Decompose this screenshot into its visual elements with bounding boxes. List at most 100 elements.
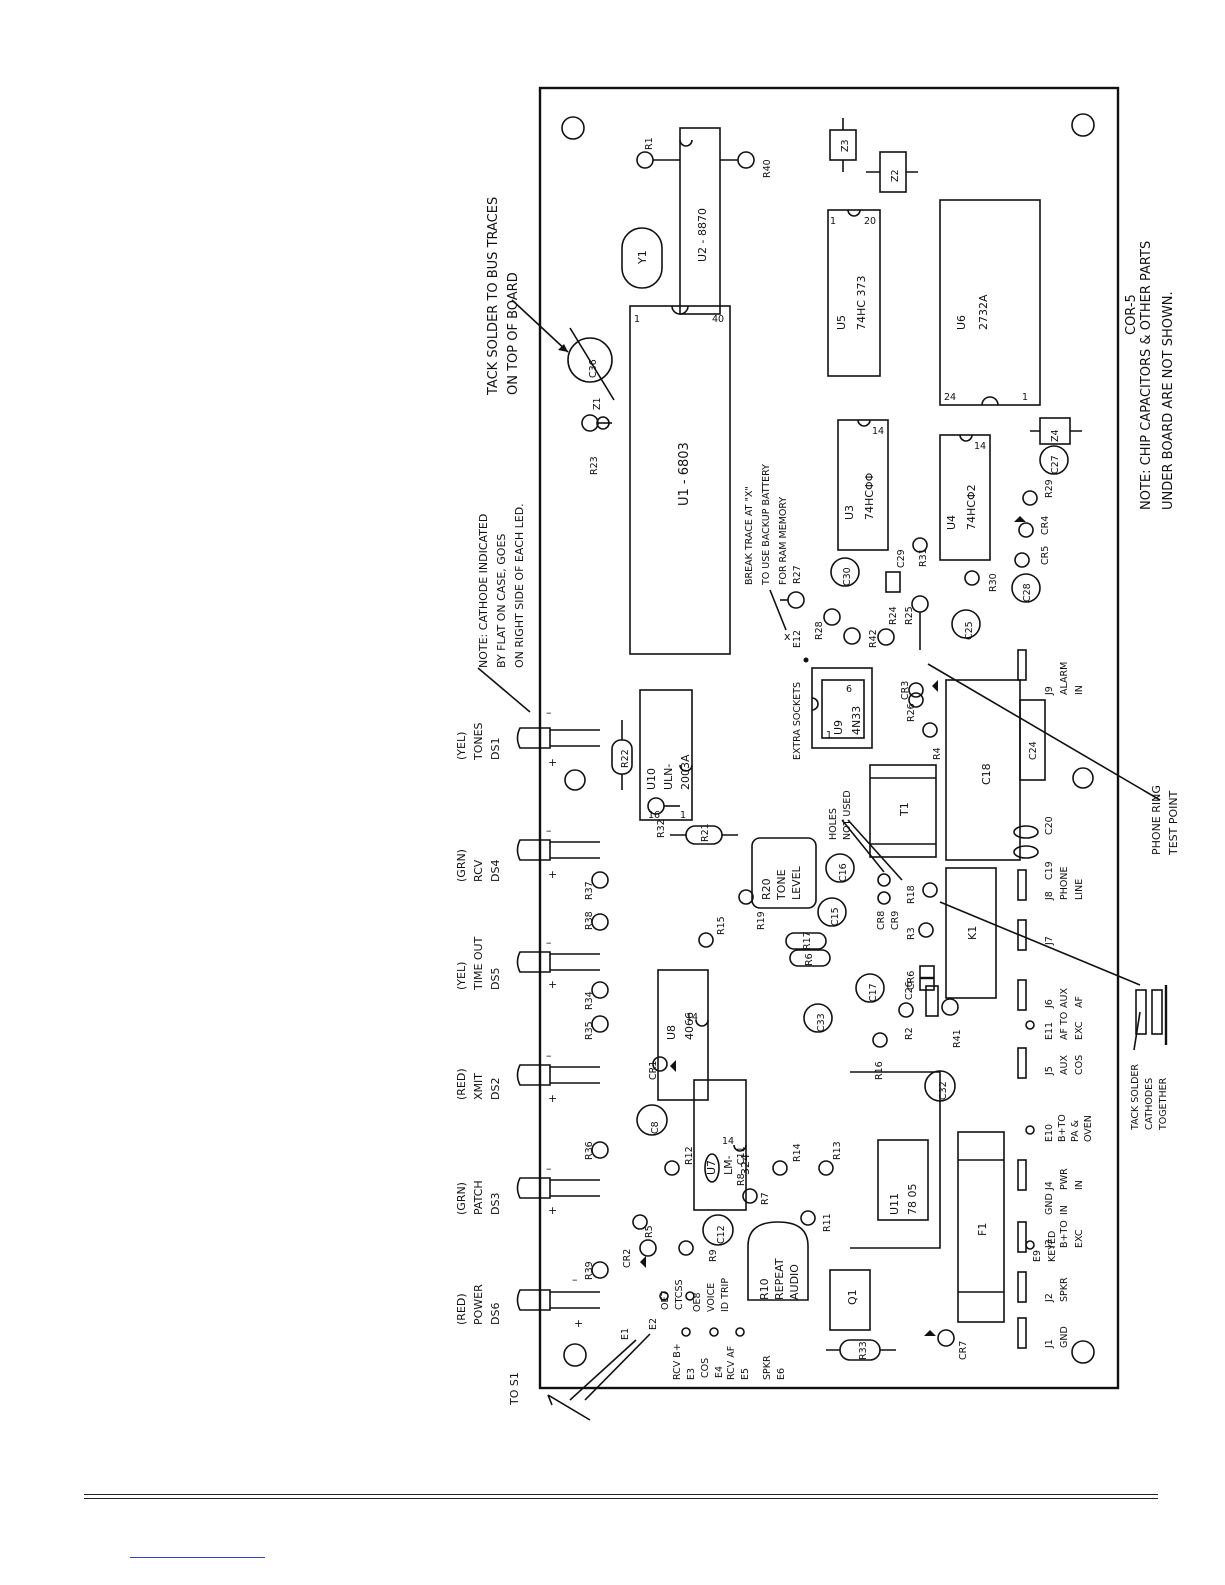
conn-label: IN [1074, 1180, 1085, 1190]
conn-label: E9 [1032, 1250, 1043, 1262]
resistor-r2: R2 [898, 1002, 915, 1040]
note-line: TO S1 [508, 1372, 521, 1406]
conn-label: B+TO [1057, 1114, 1068, 1142]
resistor-r4: R4 [922, 722, 943, 760]
resistor-r6: R6 [789, 949, 831, 967]
break-x-mark: x [784, 630, 791, 643]
board-name-label: COR-5 [1124, 294, 1139, 335]
pin-label: 16 [648, 810, 660, 821]
conn-label: PWR [1059, 1168, 1070, 1190]
part-label: R20 [760, 878, 773, 900]
ref-label: R4 [932, 747, 943, 760]
note-chip-capacitors: NOTE: CHIP CAPACITORS & OTHER PARTS UNDE… [1139, 241, 1176, 510]
capacitor-c33: C33 [803, 1003, 833, 1033]
note-line: BY FLAT ON CASE, GOES [495, 534, 508, 668]
conn-label: OVEN [1083, 1115, 1094, 1142]
conn-label: LINE [1074, 879, 1085, 900]
resistor-r41: R41 [941, 998, 963, 1048]
pin-label: 40 [712, 314, 724, 325]
capacitor-c18: C18 C24 [945, 679, 1046, 861]
capacitor-c11: C11 [736, 1146, 747, 1165]
ref-label: R8 [736, 1173, 747, 1186]
resistor-r17: R17 [785, 931, 827, 950]
footer-link-underline[interactable] [130, 1557, 265, 1558]
leader-line [841, 819, 903, 881]
ref-label: R3 [906, 927, 917, 940]
board-outline [538, 86, 1120, 1390]
conn-label: ALARM [1059, 662, 1070, 695]
resistor-r37: R37 [584, 871, 609, 900]
mounting-hole [563, 1343, 587, 1367]
pad-label: OE8 [692, 1292, 703, 1312]
pad-label: ID TRIP [720, 1278, 731, 1312]
capacitor-c29: C29 [885, 549, 907, 593]
pad-e12: E12 [792, 630, 803, 648]
s1-arrow [547, 1394, 591, 1421]
resistor-r40: R40 [720, 151, 773, 178]
capacitor-c15: C15 [817, 897, 847, 927]
s1-wires [569, 1333, 651, 1401]
conn-label: B+TO [1059, 1220, 1070, 1248]
conn-label: GND [1044, 1193, 1055, 1215]
part-label: Z4 [1050, 429, 1061, 442]
ref-label: R23 [589, 456, 600, 475]
conn-label: E10 [1044, 1124, 1055, 1142]
zener-z3: Z3 [829, 118, 857, 172]
diode-z1: Z1 [592, 397, 610, 430]
led-name: RCV [472, 859, 485, 882]
pad-column [659, 657, 809, 1337]
ref-label: R16 [874, 1061, 885, 1080]
note-line: TOGETHER [1158, 1077, 1169, 1131]
conn-label: J1 [1044, 1339, 1055, 1349]
diode-cr7: CR7 [924, 1329, 969, 1360]
pad-label: E6 [776, 1368, 787, 1380]
diode-cr1: CR1 [648, 1056, 676, 1080]
resistor-r39: R39 [584, 1261, 609, 1280]
note-line: BREAK TRACE AT "X" [744, 486, 755, 585]
note-line: UNDER BOARD ARE NOT SHOWN. [1161, 291, 1176, 510]
ref-label: CR4 [1040, 516, 1051, 535]
conn-label: GND [1059, 1326, 1070, 1348]
leader-line [927, 663, 1161, 801]
ref-label: C29 [896, 549, 907, 568]
conn-label: AUX [1059, 988, 1070, 1008]
ref-label: R40 [762, 159, 773, 178]
plus-mark: + [548, 756, 557, 769]
diode-cr8-cr9: CR8 CR9 [876, 873, 901, 930]
part-label: TONE [775, 869, 788, 901]
capacitor-c32: C32 [924, 1070, 956, 1102]
ic-u2: U2 - 8870 [679, 127, 721, 315]
conn-label: J5 [1044, 1066, 1055, 1076]
conn-label: E11 [1044, 1022, 1055, 1040]
led-name: POWER [472, 1284, 485, 1325]
pad-label: VOICE [706, 1283, 717, 1312]
led-color: (RED) [455, 1068, 468, 1100]
ic-label: 78 05 [906, 1184, 919, 1216]
note-line: CATHODES [1144, 1078, 1155, 1130]
note-line: TO USE BACKUP BATTERY [761, 464, 772, 586]
ref-label: R27 [792, 565, 803, 584]
pin-label: 6 [846, 684, 852, 695]
pad-label: CTCSS [674, 1279, 685, 1310]
ref-label: R26 [906, 703, 917, 722]
capacitor-c26: C26 [904, 981, 939, 1017]
diode-cr5: CR5 [1014, 546, 1051, 568]
resistor-r30: R30 [964, 570, 999, 592]
led-color: (YEL) [455, 962, 468, 990]
part-label: K1 [966, 926, 979, 940]
mounting-hole [1071, 113, 1095, 137]
label-j7: J7 [1044, 936, 1055, 946]
note-break-trace: BREAK TRACE AT "X" TO USE BACKUP BATTERY… [744, 464, 789, 586]
pin-label: 1 [1022, 392, 1028, 403]
